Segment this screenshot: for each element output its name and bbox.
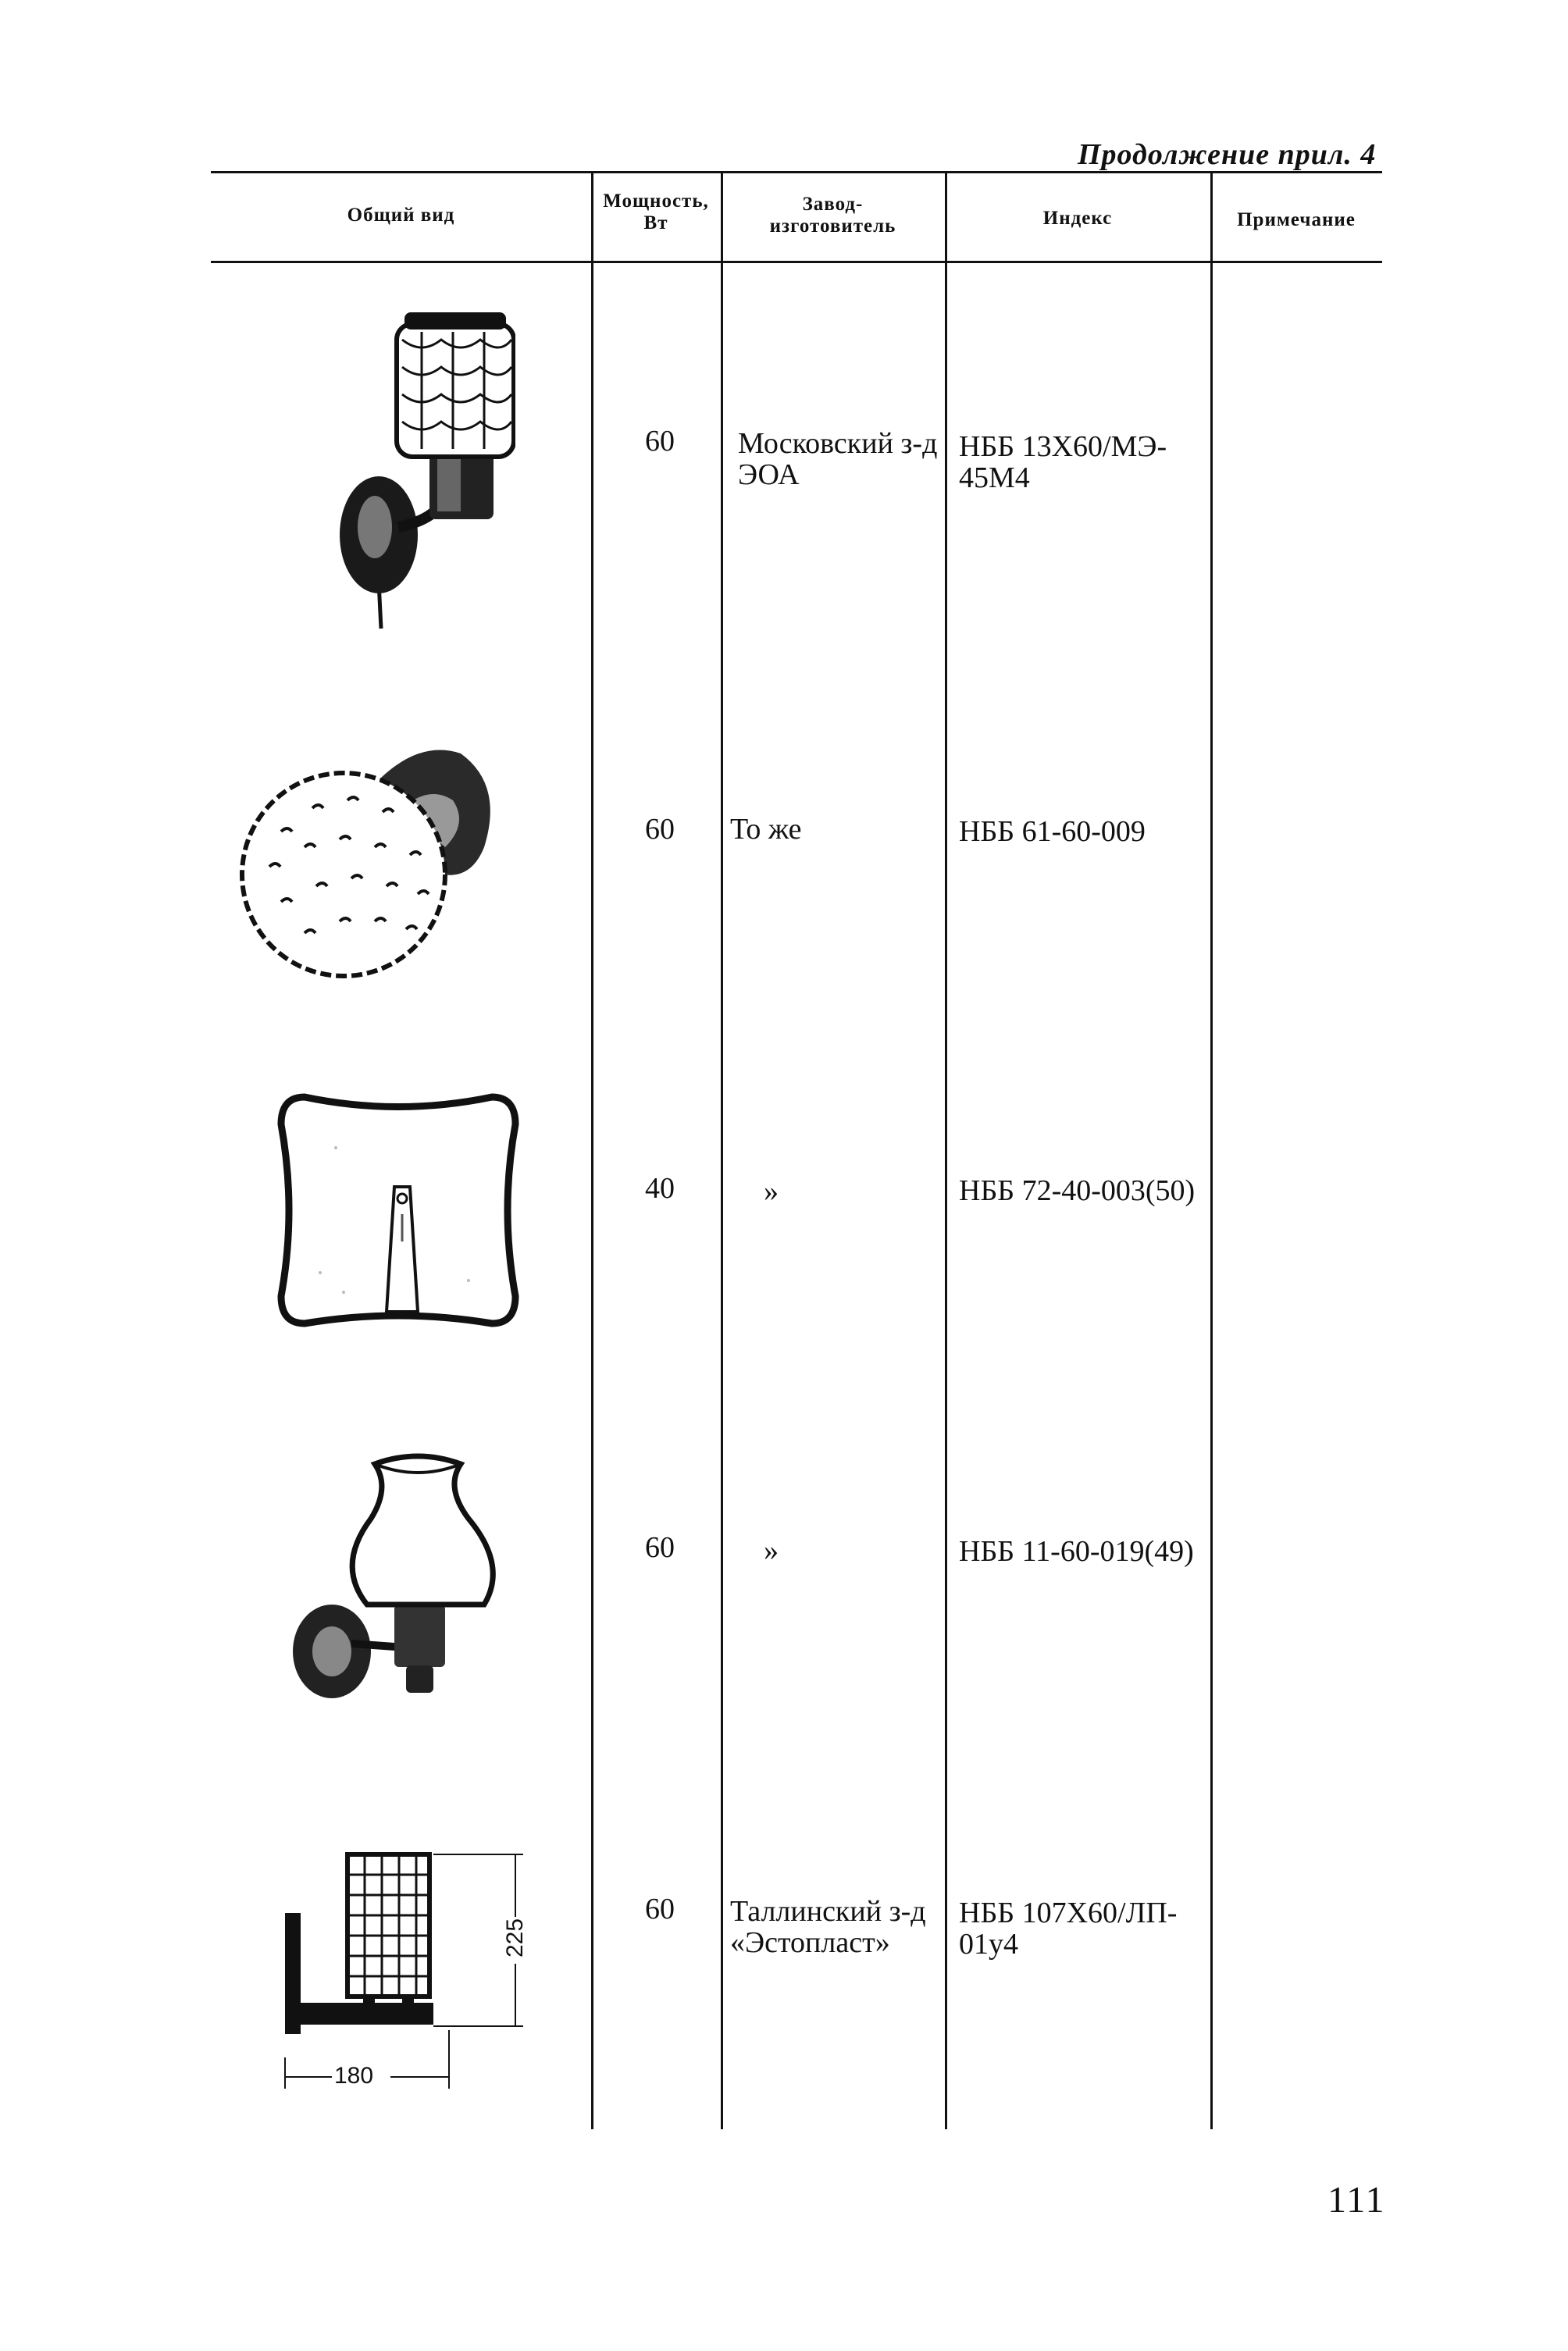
table-top-rule bbox=[211, 171, 1382, 173]
header-index: Индекс bbox=[1042, 208, 1113, 229]
vase-shade-sconce-icon bbox=[293, 1453, 496, 1698]
row-2-index: НББ 61-60-009 bbox=[959, 815, 1146, 848]
header-power: Мощность,Вт bbox=[603, 191, 709, 233]
continuation-caption: Продолжение прил. 4 bbox=[1078, 138, 1377, 171]
row-3-index: НББ 72-40-003(50) bbox=[959, 1174, 1196, 1207]
row-2-power: 60 bbox=[645, 813, 675, 846]
square-panel-sconce-icon bbox=[277, 1093, 519, 1327]
column-divider-3 bbox=[945, 173, 947, 2129]
column-divider-1 bbox=[591, 173, 593, 2129]
header-maker: Завод-изготовитель bbox=[769, 194, 896, 237]
row-4-maker: » bbox=[764, 1534, 779, 1567]
row-4-index: НББ 11-60-019(49) bbox=[959, 1535, 1194, 1568]
dimension-height-label: 225 bbox=[502, 1918, 528, 1958]
row-5-maker: Таллинский з-д«Эстопласт» bbox=[730, 1895, 926, 1959]
row-5-index: НББ 107X60/ЛП-01у4 bbox=[959, 1897, 1178, 1961]
row-1-power: 60 bbox=[645, 425, 675, 458]
column-divider-4 bbox=[1210, 173, 1213, 2129]
row-4-power: 60 bbox=[645, 1531, 675, 1564]
column-divider-2 bbox=[721, 173, 723, 2129]
header-note: Примечание bbox=[1237, 209, 1356, 230]
grid-box-sconce-icon bbox=[284, 1852, 523, 2089]
dimension-width-label: 180 bbox=[334, 2063, 374, 2089]
row-3-power: 40 bbox=[645, 1172, 675, 1205]
row-1-index: НББ 13X60/МЭ-45М4 bbox=[959, 430, 1167, 494]
page-number: 111 bbox=[1327, 2179, 1386, 2221]
dotted-dome-sconce-icon bbox=[240, 750, 490, 978]
row-2-maker: То же bbox=[730, 813, 802, 846]
row-3-maker: » bbox=[764, 1175, 779, 1208]
header-view: Общий вид bbox=[347, 205, 455, 226]
crystal-cylinder-sconce-icon bbox=[340, 312, 515, 629]
table-header-rule bbox=[211, 261, 1382, 263]
row-5-power: 60 bbox=[645, 1893, 675, 1925]
